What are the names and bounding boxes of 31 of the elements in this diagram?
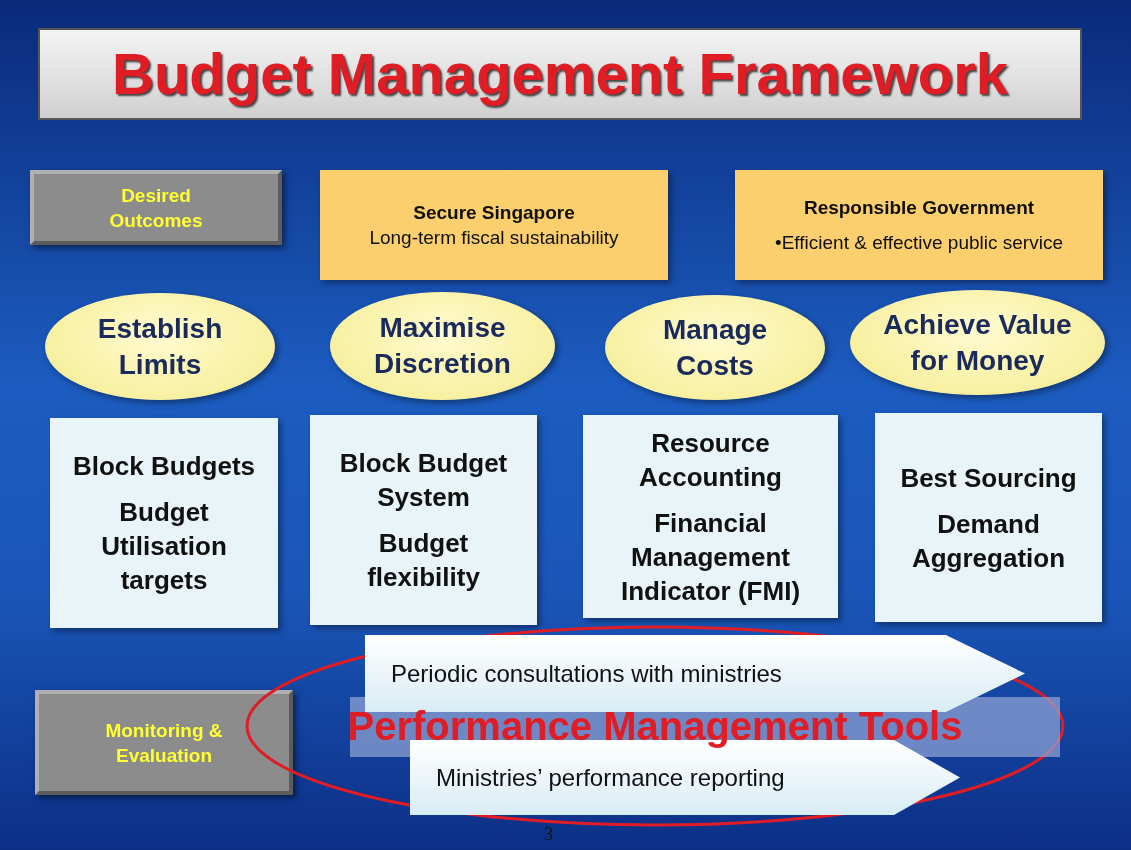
item-text: Block Budget System [338,447,509,514]
heading: Responsible Government [803,196,1035,220]
item-text: Block Budgets [73,450,255,483]
box-text: Maximise Discretion [373,311,512,381]
item-text: Resource Accounting [638,426,783,494]
heading: Performance Management Tools [347,703,963,749]
box-text: Establish Limits [96,311,224,382]
box-text: Monitoring & Evaluation [104,718,224,768]
outcome-box [735,170,1103,280]
body-text: Long-term fiscal sustainability [369,226,619,250]
box-text: Manage Costs [661,312,769,383]
item-text: Financial Management Indicator (FMI) [619,506,802,608]
monitoring-box [35,690,293,795]
body-text: •Efficient & effective public service [775,231,1063,255]
item-text: Demand Aggregation [910,507,1067,575]
outcome-box [320,170,668,280]
box-text: Achieve Value for Money [882,307,1073,378]
item-text: Best Sourcing [900,461,1077,495]
outcomes-box [30,170,282,245]
item-text: Budget Utilisation targets [100,496,228,597]
arrow-text: Periodic consultations with ministries [391,659,782,688]
page-number: 3 [544,824,553,845]
title: Budget Management Framework [111,40,1009,107]
measure-box [875,413,1102,622]
measure-box [50,418,278,628]
measure-box [583,415,838,618]
arrow-text: Ministries’ performance reporting [436,763,785,792]
item-text: Budget flexibility [366,527,481,594]
measure-box [310,415,537,625]
heading: Secure Singapore [413,201,575,225]
box-text: Desired Outcomes [108,183,204,233]
